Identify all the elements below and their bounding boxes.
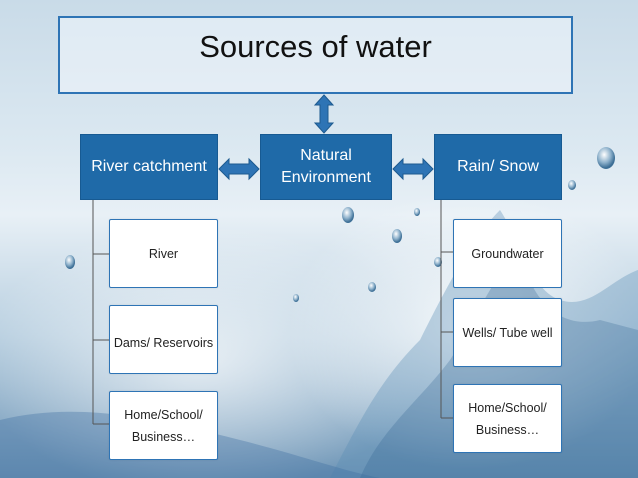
left-branch-connector <box>92 200 109 425</box>
title-box: Sources of water <box>58 16 573 94</box>
diagram-title: Sources of water <box>199 29 432 64</box>
left-double-arrow-icon <box>218 157 260 181</box>
vertical-double-arrow-icon <box>313 94 335 134</box>
right-branch-connector <box>440 200 453 419</box>
node-label: River catchment <box>91 158 207 175</box>
node-label-line1: Natural <box>300 147 352 164</box>
water-drop <box>293 294 299 302</box>
child-label-line1: Groundwater <box>471 246 544 261</box>
home-school-business-left-node: Home/School/ Business… <box>109 391 218 460</box>
child-label-line1: River <box>148 246 179 261</box>
natural-environment-node: Natural Environment <box>260 134 392 200</box>
node-label: Rain/ Snow <box>457 158 539 175</box>
water-drop <box>342 207 354 223</box>
water-drop <box>414 208 420 216</box>
node-label-line2: Environment <box>281 169 371 186</box>
child-label-line1: Home/School/ <box>468 400 547 415</box>
water-drop <box>597 147 615 169</box>
river-catchment-node: River catchment <box>80 134 218 200</box>
water-drop <box>392 229 402 243</box>
water-drop <box>368 282 376 292</box>
child-label-line2: Business… <box>131 429 196 444</box>
river-node: River <box>109 219 218 288</box>
child-label-line1: Wells/ Tube well <box>462 325 553 340</box>
child-label-line2: Business… <box>475 422 540 437</box>
dams-reservoirs-node: Dams/ Reservoirs <box>109 305 218 374</box>
water-drop <box>434 257 442 267</box>
home-school-business-right-node: Home/School/ Business… <box>453 384 562 453</box>
wells-tube-well-node: Wells/ Tube well <box>453 298 562 367</box>
child-label-line1: Home/School/ <box>124 407 203 422</box>
groundwater-node: Groundwater <box>453 219 562 288</box>
water-drop <box>568 180 576 190</box>
right-double-arrow-icon <box>392 157 434 181</box>
child-label-line1: Dams/ Reservoirs <box>113 335 214 350</box>
water-drop <box>65 255 75 269</box>
rain-snow-node: Rain/ Snow <box>434 134 562 200</box>
